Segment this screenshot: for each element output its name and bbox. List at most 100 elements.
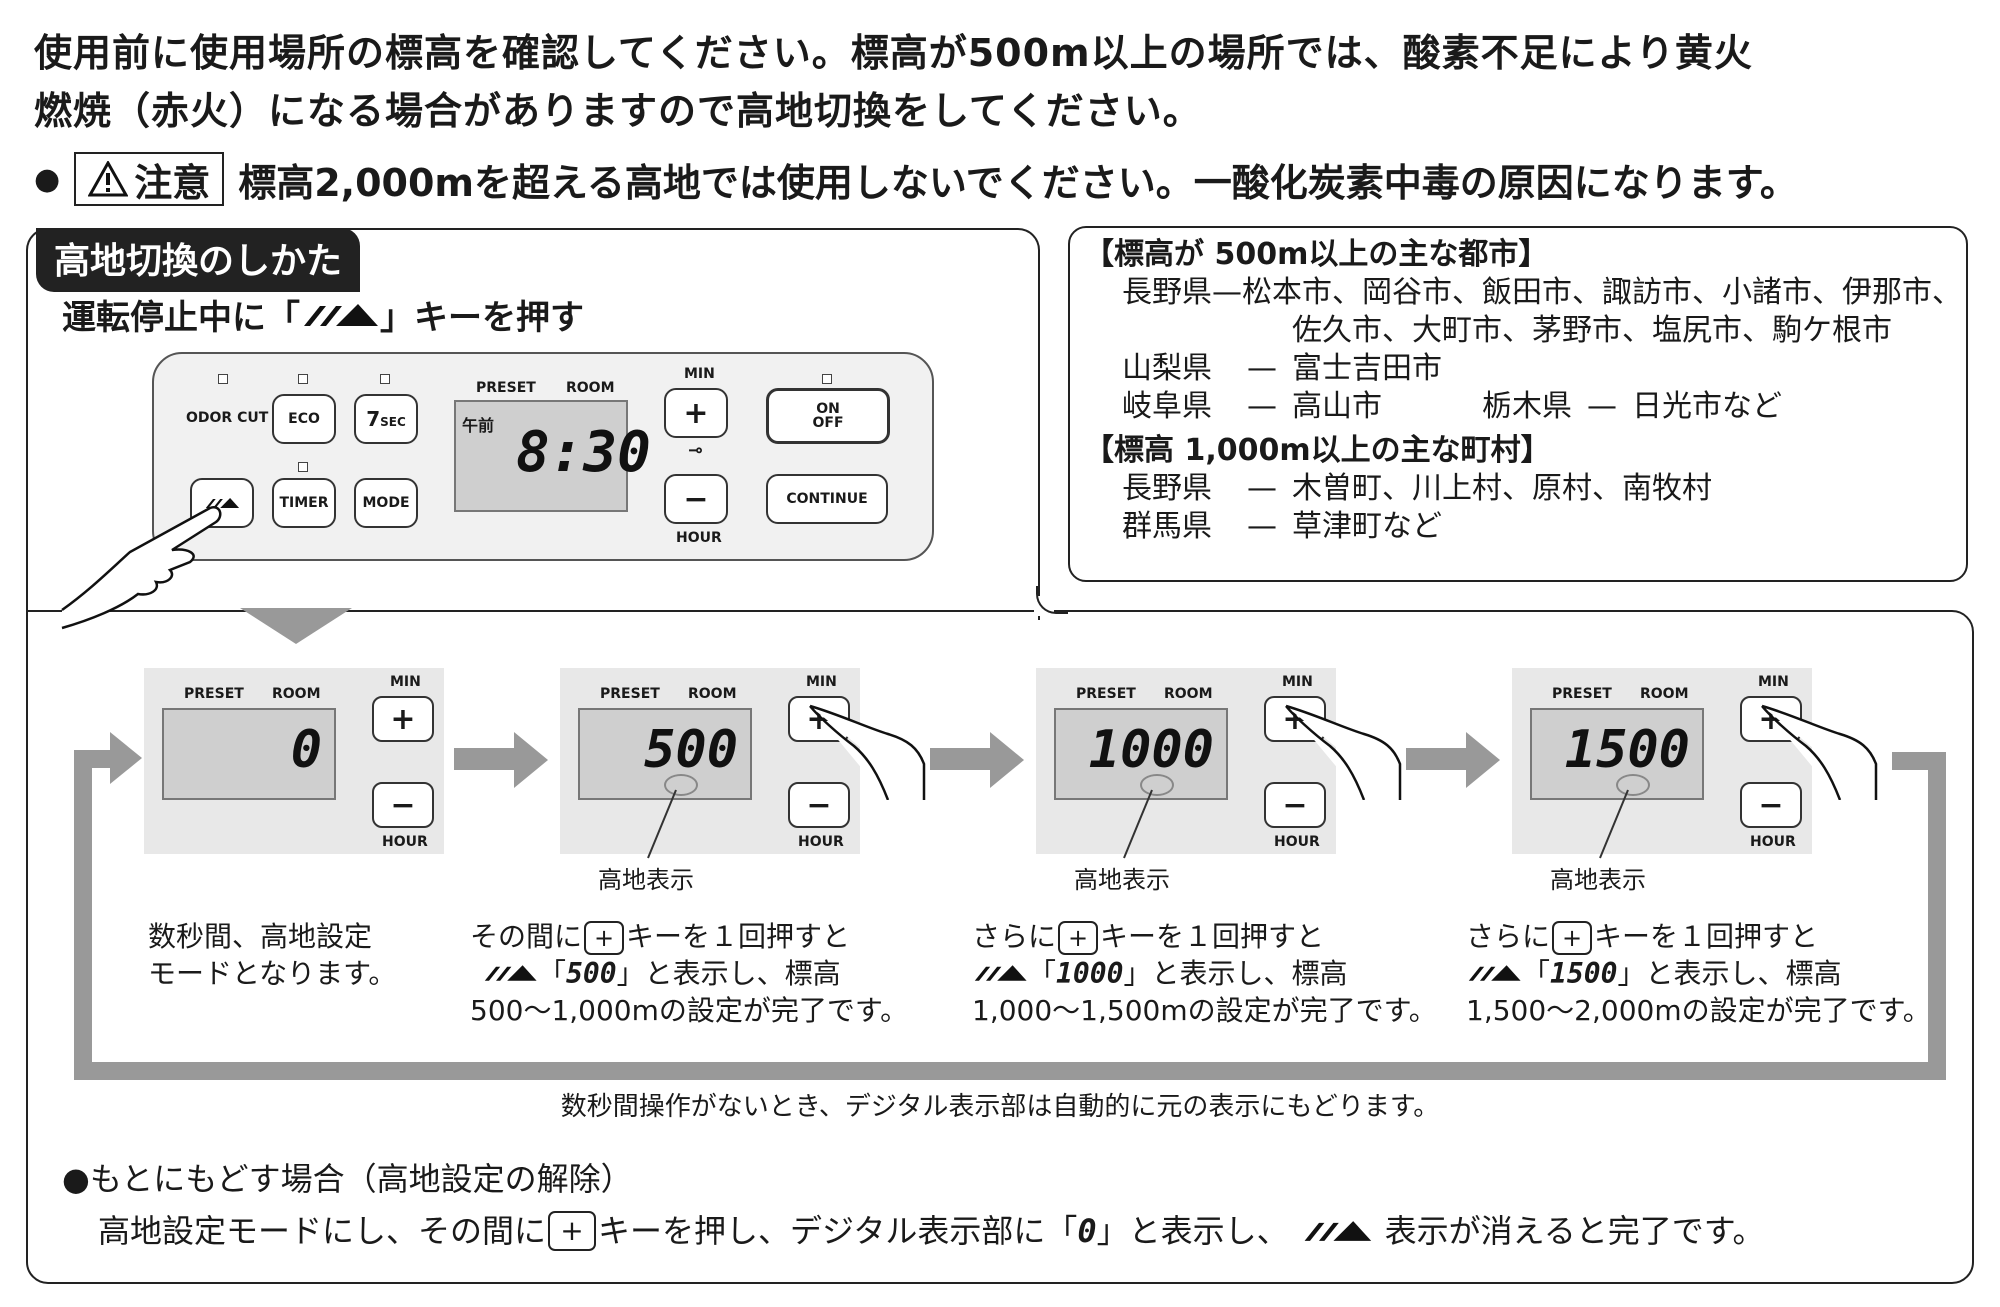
preset-label: PRESET — [1552, 686, 1612, 702]
city-row: 長野県—木曽町、川上村、原村、南牧村 — [1084, 470, 1952, 508]
room-label: ROOM — [1164, 686, 1213, 702]
main-frame-lower — [26, 610, 1974, 1284]
main-frame — [26, 228, 1040, 620]
caption-text: 」と表示し、標高 — [1617, 957, 1842, 990]
room-label: ROOM — [566, 380, 615, 396]
step-panel-2: PRESET ROOM 1000 MIN + − HOUR — [1036, 668, 1336, 854]
caption-line: 500〜1,000mの設定が完了です。 — [470, 994, 909, 1027]
hour-minus-button[interactable]: − — [664, 474, 728, 524]
city-row: 佐久市、大町市、茅野市、塩尻市、駒ケ根市 — [1084, 312, 1952, 350]
dash: — — [1587, 389, 1617, 424]
city-row: 岐阜県—高山市栃木県—日光市など — [1084, 388, 1952, 426]
dash: — — [1212, 275, 1242, 310]
city-list: 佐久市、大町市、茅野市、塩尻市、駒ケ根市 — [1292, 313, 1892, 348]
eco-led — [298, 374, 308, 384]
caption-text: キーを１回押すと — [1594, 920, 1819, 953]
city-list: 松本市、岡谷市、飯田市、諏訪市、小諸市、伊那市、 — [1242, 275, 1962, 310]
caution-text: 注意 — [134, 160, 211, 205]
continue-button[interactable]: CONTINUE — [766, 474, 888, 524]
plus-key-icon: + — [584, 921, 625, 955]
section-title: 高地切換のしかた — [36, 228, 361, 292]
dash: — — [1247, 351, 1277, 386]
key-lock-icon: ⊸ — [688, 440, 704, 461]
pref-name: 岐阜県 — [1122, 389, 1212, 424]
mountain-icon — [304, 303, 378, 326]
mountain-icon — [484, 965, 537, 981]
dash: — — [1247, 509, 1277, 544]
odor-cut-label: ODOR CUT — [186, 410, 269, 426]
mode-button[interactable]: MODE — [354, 478, 418, 528]
7sec-unit: SEC — [380, 415, 406, 429]
caption-text: さらに — [1466, 920, 1551, 953]
city-row: 山梨県—富士吉田市 — [1084, 350, 1952, 388]
altitude-display-label: 高地表示 — [598, 866, 694, 894]
city-row: 長野県—松本市、岡谷市、飯田市、諏訪市、小諸市、伊那市、 — [1084, 274, 1962, 312]
caption-text: その間に — [470, 920, 583, 953]
minus-button[interactable]: − — [372, 782, 434, 828]
warning-text: 標高2,000mを超える高地では使用しないでください。一酸化炭素中毒の原因になり… — [238, 160, 1798, 205]
pref-name: 山梨県 — [1122, 351, 1212, 386]
eco-button[interactable]: ECO — [272, 394, 336, 444]
caption-line: その間に+キーを１回押すと — [470, 918, 908, 955]
preset-label: PRESET — [476, 380, 536, 396]
on-off-led — [822, 374, 832, 384]
room-label: ROOM — [1640, 686, 1689, 702]
caption-text: 」と表示し、標高 — [616, 957, 841, 990]
min-plus-button[interactable]: + — [664, 388, 728, 438]
mountain-icon — [1304, 1221, 1371, 1241]
caption-line: さらに+キーを１回押すと — [972, 918, 1437, 955]
reset-zero-value: 0 — [1077, 1212, 1097, 1250]
loop-arrow-in-shaft — [74, 750, 114, 768]
loop-line-right-top — [1892, 752, 1946, 770]
timer-button[interactable]: TIMER — [272, 478, 336, 528]
preset-label: PRESET — [600, 686, 660, 702]
reset-text: 高地設定モードにし、その間に + キーを押し、デジタル表示部に「 0 」と表示し… — [62, 1205, 1765, 1257]
min-label: MIN — [1282, 674, 1313, 690]
loop-line-right — [1928, 752, 1946, 1080]
step-caption-3: さらに+キーを１回押すと 「1500」と表示し、標高 1,500〜2,000mの… — [1466, 918, 1931, 1029]
caption-line: モードとなります。 — [148, 957, 397, 990]
hand-icon — [1761, 704, 1878, 800]
room-label: ROOM — [272, 686, 321, 702]
minus-button[interactable]: − — [788, 782, 850, 828]
caption-line: 1,500〜2,000mの設定が完了です。 — [1466, 994, 1931, 1027]
warning-line: ● 注意 標高2,000mを超える高地では使用しないでください。一酸化炭素中毒の… — [34, 150, 1798, 208]
step-panel-3: PRESET ROOM 1500 MIN + − HOUR — [1512, 668, 1812, 854]
frame-corner — [1036, 586, 1068, 614]
mountain-icon — [205, 498, 240, 508]
cities-box: 【標高が 500m以上の主な都市】 長野県—松本市、岡谷市、飯田市、諏訪市、小諸… — [1068, 226, 1968, 582]
off-label: OFF — [812, 415, 844, 431]
7sec-led — [380, 374, 390, 384]
on-off-button[interactable]: ON OFF — [766, 388, 890, 444]
caption-line: 1,000〜1,500mの設定が完了です。 — [972, 994, 1437, 1027]
7sec-num: 7 — [366, 407, 381, 431]
time-display: 8:30 — [516, 420, 651, 485]
city-list: 日光市など — [1632, 389, 1782, 424]
caption-line: 数秒間、高地設定 — [148, 920, 373, 953]
reset-text-part: 」と表示し、 — [1096, 1212, 1289, 1250]
altitude-indicator-ring — [1140, 774, 1174, 796]
cities-heading-1000: 【標高 1,000m以上の主な町村】 — [1084, 433, 1551, 468]
dash: — — [1247, 389, 1277, 424]
plus-button[interactable]: + — [372, 696, 434, 742]
auto-return-note: 数秒間操作がないとき、デジタル表示部は自動的に元の表示にもどります。 — [560, 1092, 1440, 1122]
caption-text: 「 — [1522, 957, 1551, 990]
step-arrow-head — [990, 732, 1024, 788]
altitude-display-label: 高地表示 — [1074, 866, 1170, 894]
step-arrow-head — [1466, 732, 1500, 788]
step-caption-1: その間に+キーを１回押すと 「500」と表示し、標高 500〜1,000mの設定… — [470, 918, 908, 1029]
altitude-indicator-ring — [1616, 774, 1650, 796]
caption-line: 「500」と表示し、標高 — [470, 955, 908, 992]
minus-button[interactable]: − — [1740, 782, 1802, 828]
minus-button[interactable]: − — [1264, 782, 1326, 828]
caption-value: 500 — [566, 957, 617, 990]
room-label: ROOM — [688, 686, 737, 702]
down-arrow — [240, 608, 352, 644]
caution-label: 注意 — [74, 152, 225, 206]
min-label: MIN — [1758, 674, 1789, 690]
main-lcd: 午前 8:30 — [454, 400, 651, 512]
reset-heading: ●もとにもどす場合（高地設定の解除） — [62, 1160, 633, 1198]
mountain-icon — [1468, 965, 1521, 981]
